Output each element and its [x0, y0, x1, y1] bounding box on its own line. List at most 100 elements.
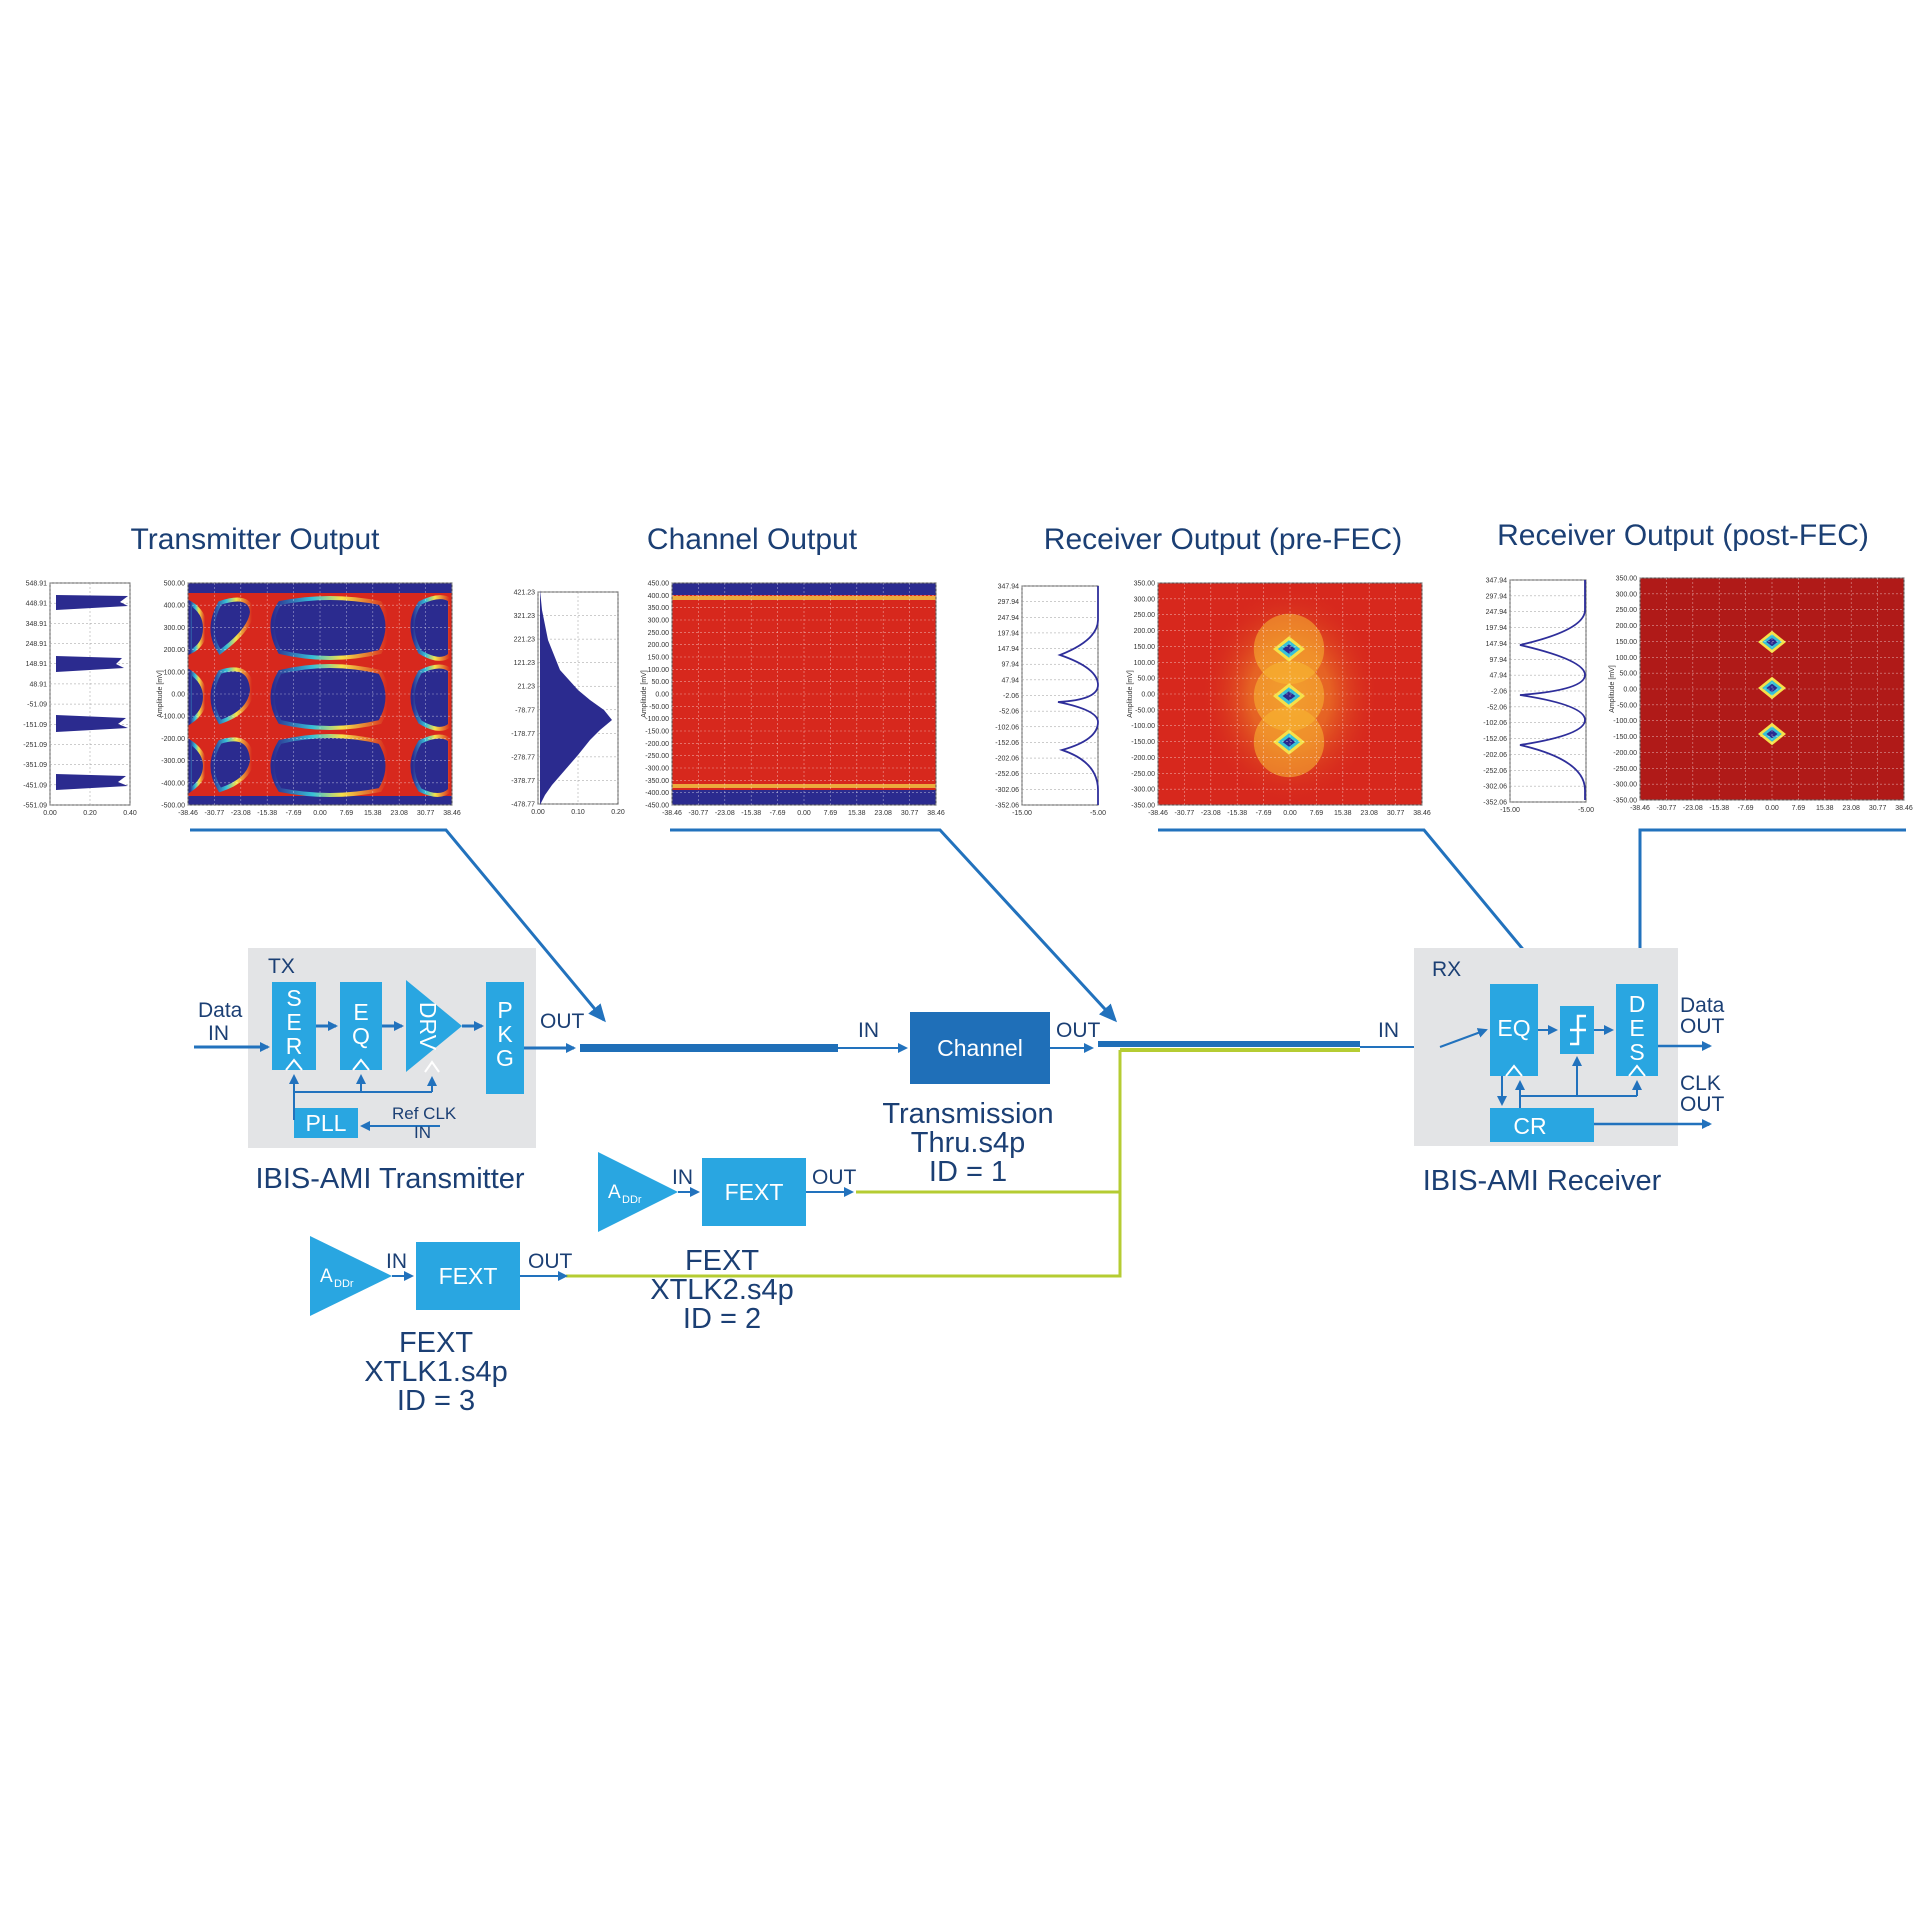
- tx-drv-clock-icon: [424, 1060, 440, 1073]
- rx2-eye-x-tick: -23.08: [1683, 805, 1703, 812]
- tx-ser-clock-icon: [285, 1058, 303, 1071]
- tx-eq-letter-1: E: [353, 999, 368, 1025]
- tx-caption: IBIS-AMI Transmitter: [255, 1163, 524, 1195]
- rx2-eye-x-tick: 38.46: [1895, 805, 1913, 812]
- tx-refclk-label: Ref CLK: [392, 1104, 457, 1123]
- ch-eye-x-tick: 0.00: [797, 810, 811, 817]
- rx1-eye-y-tick: 150.00: [1134, 644, 1156, 651]
- tx-pkg-letter-3: G: [496, 1045, 514, 1071]
- rx2-hist-x-tick: -15.00: [1500, 807, 1520, 814]
- ch-eye-y-tick: 300.00: [648, 618, 670, 625]
- tx-eye-x-tick: 30.77: [417, 810, 435, 817]
- tx-eye-y-tick: -100.00: [161, 714, 185, 721]
- rx1-eye-x-tick: 15.38: [1334, 810, 1352, 817]
- rx-slicer-icon: [1570, 1014, 1586, 1046]
- rx2-eye-y-tick: 200.00: [1616, 623, 1638, 630]
- rx-des-block: [1616, 984, 1658, 1076]
- rx2-hist-y-tick: 297.94: [1486, 593, 1508, 600]
- rx-cr-block: [1490, 1108, 1594, 1142]
- rx2-hist-y-tick: 197.94: [1486, 625, 1508, 632]
- rx-post-fec-plot-title: Receiver Output (post-FEC): [1497, 519, 1869, 552]
- rx1-eye-y-tick: -100.00: [1131, 723, 1155, 730]
- rx2-eye-x-tick: 23.08: [1842, 805, 1860, 812]
- rx-caption: IBIS-AMI Receiver: [1423, 1165, 1662, 1197]
- tx-data-in-label-2: IN: [208, 1022, 229, 1045]
- rx1-eye-x-tick: 23.08: [1360, 810, 1378, 817]
- rx-eq-clock-icon: [1505, 1064, 1523, 1077]
- rx1-hist-y-tick: 247.94: [998, 615, 1020, 622]
- rx2-eye-y-tick: -350.00: [1613, 798, 1637, 805]
- rx-clk-out-label-2: OUT: [1680, 1093, 1725, 1116]
- rx2-eye-y-label: Amplitude [mV]: [1609, 665, 1616, 713]
- tx-eye-y-label: Amplitude [mV]: [157, 670, 164, 718]
- ch-hist-y-tick: 221.23: [514, 637, 536, 644]
- rx-eq-label: EQ: [1497, 1015, 1530, 1041]
- rx1-eye-y-tick: -50.00: [1135, 707, 1155, 714]
- channel-plot-title: Channel Output: [647, 523, 858, 556]
- ch-eye-x-tick: 23.08: [874, 810, 892, 817]
- ch-eye-x-tick: -30.77: [688, 810, 708, 817]
- tx-hist-y-tick: -351.09: [23, 762, 47, 769]
- rx1-eye-y-tick: -250.00: [1131, 771, 1155, 778]
- rx1-eye-y-tick: 250.00: [1134, 612, 1156, 619]
- tx-hist-y-tick: 48.91: [29, 681, 47, 688]
- tx-eq-block: [340, 982, 382, 1070]
- tx-eye-x-tick: -23.08: [231, 810, 251, 817]
- ch-eye-y-tick: 450.00: [648, 581, 670, 588]
- rx1-eye-y-label: Amplitude [mV]: [1127, 670, 1134, 718]
- ch-eye-x-tick: -15.38: [741, 810, 761, 817]
- channel-caption-line-1: Transmission: [882, 1098, 1053, 1130]
- ch-hist-x-tick: 0.20: [611, 809, 625, 816]
- fext1-caption-line-2: XTLK1.s4p: [364, 1356, 507, 1388]
- rx1-hist-x-tick: -15.00: [1012, 810, 1032, 817]
- rx2-eye-x-tick: -15.38: [1709, 805, 1729, 812]
- tx-hist-y-tick: -451.09: [23, 782, 47, 789]
- rx2-hist-y-tick: 47.94: [1489, 673, 1507, 680]
- fext2-caption-line-1: FEXT: [685, 1245, 759, 1277]
- channel-out-label: OUT: [1056, 1019, 1101, 1042]
- rx1-hist-y-tick: 197.94: [998, 630, 1020, 637]
- ch-eye-y-tick: 250.00: [648, 630, 670, 637]
- rx2-eye-y-tick: 300.00: [1616, 591, 1638, 598]
- rx1-eye-y-tick: 350.00: [1134, 581, 1156, 588]
- fext2-caption-line-2: XTLK2.s4p: [650, 1274, 793, 1306]
- tx-driver-triangle: [406, 980, 462, 1072]
- rx2-eye-y-tick: 100.00: [1616, 655, 1638, 662]
- rx1-eye-x-tick: 30.77: [1387, 810, 1405, 817]
- channel-label: Channel: [937, 1035, 1023, 1061]
- tx-hist-y-tick: 348.91: [26, 621, 48, 628]
- crosstalk-lines: [566, 1050, 1122, 1278]
- rx2-eye-x-tick: 7.69: [1792, 805, 1806, 812]
- rx-pre-fec-plot-title: Receiver Output (pre-FEC): [1044, 523, 1402, 556]
- rx2-eye-x-tick: -30.77: [1656, 805, 1676, 812]
- tx-hist-y-tick: 148.91: [26, 661, 48, 668]
- rx-des-letter-1: D: [1629, 991, 1646, 1017]
- rx2-eye-y-tick: 50.00: [1619, 671, 1637, 678]
- ch-eye-y-tick: 400.00: [648, 593, 670, 600]
- tx-hist-y-tick: -551.09: [23, 803, 47, 810]
- rx2-hist-y-tick: -52.06: [1487, 704, 1507, 711]
- ch-hist-y-tick: 21.23: [517, 684, 535, 691]
- rx1-eye-y-tick: -150.00: [1131, 739, 1155, 746]
- rx1-eye-x-tick: -15.38: [1227, 810, 1247, 817]
- ch-hist-y-tick: -278.77: [511, 754, 535, 761]
- rx1-hist-y-tick: 147.94: [998, 646, 1020, 653]
- rx2-hist-y-tick: 247.94: [1486, 609, 1508, 616]
- ch-eye-y-tick: -350.00: [645, 778, 669, 785]
- rx2-eye-y-tick: -100.00: [1613, 718, 1637, 725]
- rx1-hist-y-tick: 47.94: [1001, 677, 1019, 684]
- rx2-eye-y-tick: -150.00: [1613, 734, 1637, 741]
- ch-eye-y-tick: 50.00: [651, 679, 669, 686]
- ch-eye-y-tick: -150.00: [645, 729, 669, 736]
- tx-hist-y-tick: -151.09: [23, 722, 47, 729]
- fext1-in-label: IN: [386, 1250, 407, 1273]
- tx-pll-label: PLL: [306, 1110, 347, 1136]
- tx-hist-x-tick: 0.20: [83, 810, 97, 817]
- rx-des-letter-2: E: [1629, 1015, 1644, 1041]
- fext2-label: FEXT: [725, 1179, 784, 1205]
- tx-eq-clock-icon: [352, 1058, 370, 1071]
- rx-des-clock-icon: [1628, 1064, 1646, 1077]
- tx-pkg-letter-2: K: [497, 1021, 513, 1047]
- rx-data-out-label: Data: [1680, 994, 1725, 1017]
